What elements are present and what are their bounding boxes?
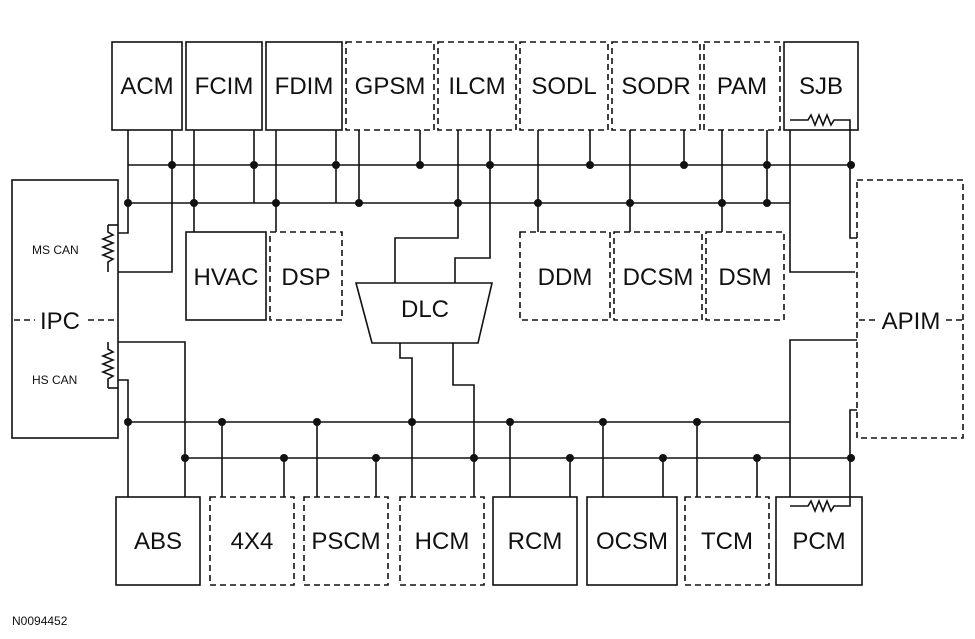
module-fcim: FCIM	[185, 41, 263, 131]
module-label-sodr: SODR	[621, 73, 690, 100]
module-tcm: TCM	[684, 496, 770, 586]
module-ilcm: ILCM	[437, 41, 517, 131]
module-label-ocsm: OCSM	[596, 528, 668, 555]
module-fdim: FDIM	[265, 41, 343, 131]
module-sjb: SJB	[783, 41, 859, 131]
module-pscm: PSCM	[303, 496, 389, 586]
ms-can-bus	[128, 164, 855, 204]
ms-can-resistor	[100, 225, 116, 272]
hs-can-resistor	[100, 342, 116, 388]
hs-can-bus	[128, 421, 855, 459]
module-hvac: HVAC	[185, 231, 267, 321]
module-label-acm: ACM	[120, 73, 173, 100]
module-pam: PAM	[703, 41, 781, 131]
module-dsm: DSM	[705, 231, 785, 321]
apim-label: APIM	[882, 308, 941, 335]
module-ocsm: OCSM	[586, 496, 678, 586]
module-dsp: DSP	[269, 231, 343, 321]
module-pcm: PCM	[775, 496, 863, 586]
module-sodr: SODR	[611, 41, 701, 131]
module-label-tcm: TCM	[701, 528, 753, 555]
module-label-ilcm: ILCM	[448, 73, 505, 100]
module-label-4x4: 4X4	[231, 528, 274, 555]
module-label-fdim: FDIM	[275, 73, 334, 100]
module-sodl: SODL	[519, 41, 609, 131]
module-label-pam: PAM	[717, 73, 767, 100]
ipc-module: IPC MS CAN HS CAN	[11, 179, 119, 439]
module-acm: ACM	[111, 41, 183, 131]
module-dcsm: DCSM	[613, 231, 703, 321]
module-label-sjb: SJB	[799, 73, 843, 100]
hs-can-label: HS CAN	[32, 373, 77, 387]
module-label-hvac: HVAC	[194, 264, 259, 291]
module-label-abs: ABS	[134, 528, 182, 555]
junction-dots	[124, 161, 855, 462]
module-label-sodl: SODL	[531, 73, 596, 100]
dlc-connector: DLC	[354, 282, 494, 344]
module-gpsm: GPSM	[345, 41, 435, 131]
module-label-dcsm: DCSM	[623, 264, 694, 291]
module-ddm: DDM	[519, 231, 611, 321]
module-abs: ABS	[115, 496, 201, 586]
module-label-dsp: DSP	[281, 264, 330, 291]
dlc-label: DLC	[401, 296, 449, 323]
module-label-pcm: PCM	[792, 528, 845, 555]
module-hcm: HCM	[399, 496, 485, 586]
module-label-pscm: PSCM	[311, 528, 380, 555]
module-label-gpsm: GPSM	[355, 73, 426, 100]
module-label-hcm: HCM	[415, 528, 470, 555]
module-4x4: 4X4	[209, 496, 295, 586]
module-label-ddm: DDM	[538, 264, 593, 291]
module-label-dsm: DSM	[718, 264, 771, 291]
apim-module: APIM	[856, 179, 964, 439]
figure-id: N0094452	[12, 614, 68, 628]
bus-drops	[118, 112, 860, 514]
module-rcm: RCM	[492, 496, 578, 586]
module-label-fcim: FCIM	[195, 73, 254, 100]
ms-can-label: MS CAN	[32, 243, 79, 257]
ipc-label: IPC	[40, 308, 80, 335]
module-label-rcm: RCM	[508, 528, 563, 555]
